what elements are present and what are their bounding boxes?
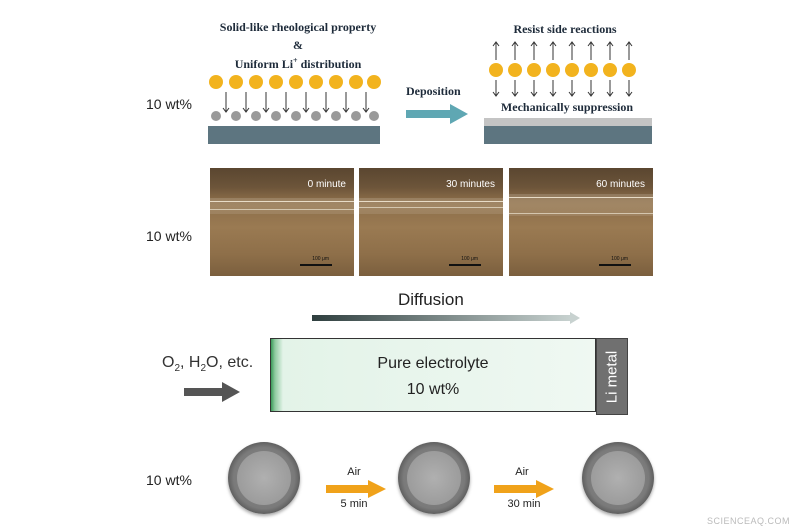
scale-bar-1 (449, 264, 481, 266)
micro-time-1: 30 minutes (446, 179, 495, 190)
left-electrode (208, 126, 380, 144)
scale-bar-2 (599, 264, 631, 266)
left-title-line3: Uniform Li+ distribution (208, 56, 388, 72)
step2-top-label: Air (515, 466, 529, 478)
left-title-li: Uniform Li (234, 57, 294, 71)
lithium-ions-row (209, 75, 381, 89)
watermark: SCIENCEAQ.COM (706, 516, 790, 526)
micro-panel-2: 60 minutes 100 μm (509, 168, 653, 276)
scale-bar-0 (300, 264, 332, 266)
air-arrow-icon-2 (494, 480, 554, 498)
contaminant-species: O2, H2O, etc. (162, 354, 253, 374)
electrolyte-concentration: 10 wt% (406, 381, 460, 398)
row4-label: 10 wt% (146, 472, 192, 488)
right-deposition-schematic (484, 41, 652, 144)
micro-panel-1: 30 minutes 100 μm (359, 168, 503, 276)
step1-bottom-label: 5 min (340, 498, 368, 510)
diffusion-arrow-icon (312, 312, 580, 324)
coin-cell-30min (582, 442, 654, 514)
left-title-line1: Solid-like rheological property (219, 20, 377, 34)
species-sub1: 2 (174, 363, 181, 375)
air-arrow-icon-1 (326, 480, 386, 498)
li-metal-block: Li metal (596, 338, 628, 415)
step1-top-label: Air (347, 466, 361, 478)
left-title-tail: distribution (297, 57, 362, 71)
left-title-amp: & (293, 38, 303, 52)
micro-scale-2: 100 μm (611, 256, 628, 262)
lower-down-arrows (492, 80, 633, 97)
upward-arrows (492, 41, 633, 60)
li-metal-label: Li metal (603, 350, 621, 403)
species-tail: O, etc. (206, 354, 254, 371)
right-electrode (484, 126, 652, 144)
left-deposition-schematic (208, 75, 381, 144)
species-sub2: 2 (200, 363, 207, 375)
deposited-layer (484, 118, 652, 126)
electrolyte-box: Pure electrolyte 10 wt% (270, 338, 596, 412)
species-mid: , H (180, 354, 201, 371)
right-title-top: Resist side reactions (513, 22, 617, 36)
row1-label: 10 wt% (146, 96, 192, 112)
contaminant-arrow-icon (184, 382, 240, 402)
micro-time-2: 60 minutes (596, 179, 645, 190)
diffusion-label: Diffusion (398, 290, 464, 309)
repelled-ions-row (489, 63, 636, 77)
deposited-atoms (211, 111, 379, 121)
deposition-arrow-icon (406, 104, 468, 124)
coin-cell-5min (398, 442, 470, 514)
coin-cell-initial (228, 442, 300, 514)
micro-time-0: 0 minute (307, 179, 346, 190)
downward-arrows (222, 92, 370, 113)
right-title-bottom: Mechanically suppression (500, 100, 634, 114)
micro-scale-1: 100 μm (461, 256, 478, 262)
electrolyte-title: Pure electrolyte (377, 355, 489, 372)
micro-panel-0: 0 minute 100 μm (210, 168, 354, 276)
left-title-sup: + (293, 56, 298, 65)
species-o: O (162, 354, 175, 371)
step2-bottom-label: 30 min (507, 498, 541, 510)
deposition-label: Deposition (406, 84, 461, 98)
micro-scale-0: 100 μm (312, 256, 329, 262)
row2-label: 10 wt% (146, 228, 192, 244)
